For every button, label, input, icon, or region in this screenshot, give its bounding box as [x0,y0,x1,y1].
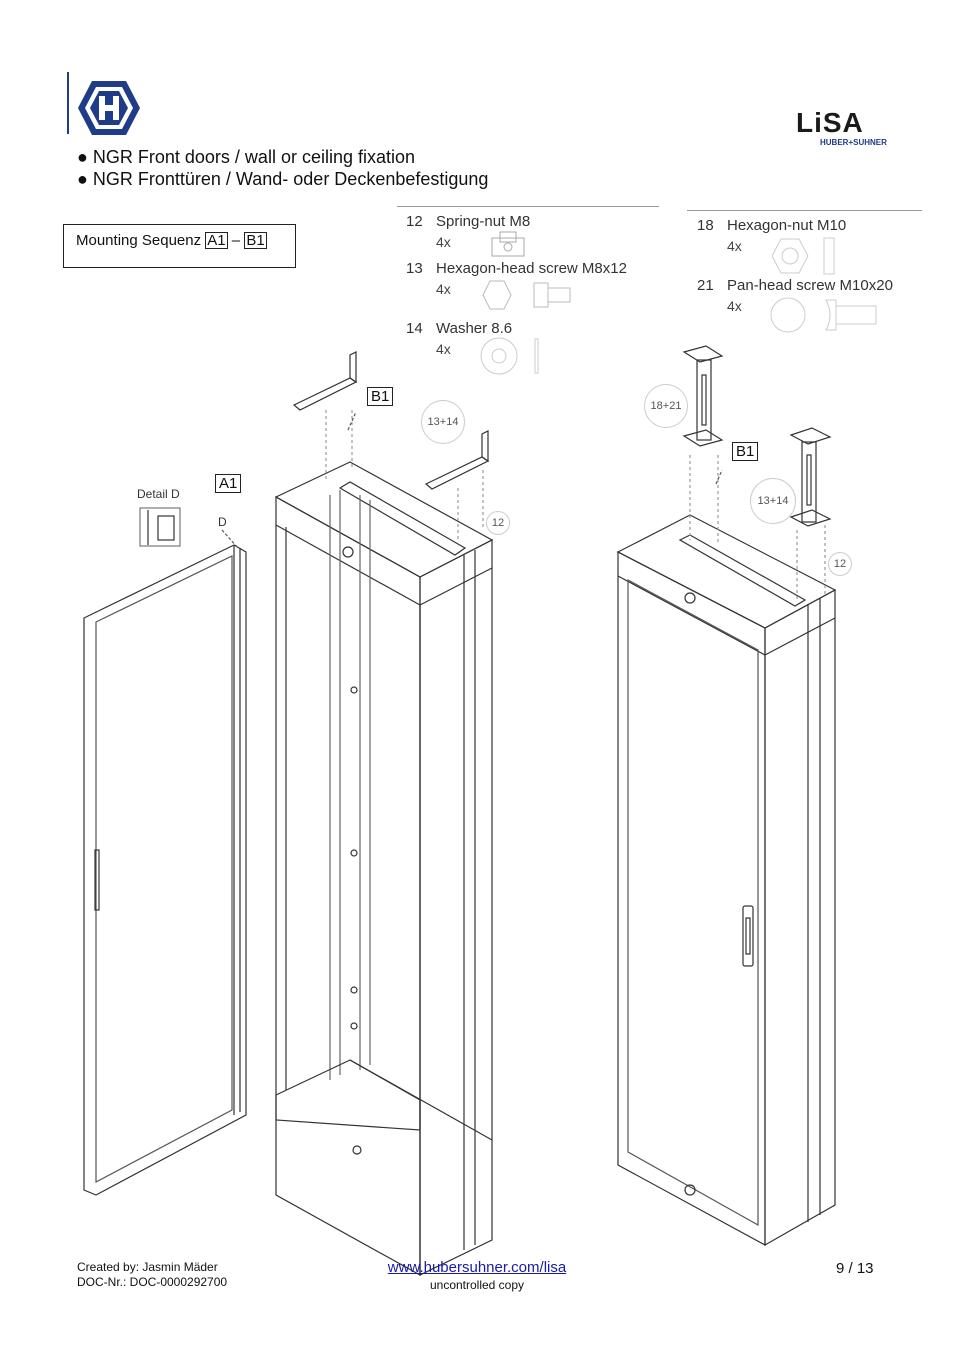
callout-13-14-right: 13+14 [750,478,796,524]
uncontrolled-copy-note: uncontrolled copy [429,1278,525,1292]
part-14: 14 Washer 8.6 [406,320,512,337]
parts-right-divider [687,210,922,211]
part-name: Pan-head screw M10x20 [727,277,893,294]
step-label-b1-right: B1 [732,442,759,461]
rack-closed [616,514,837,1247]
part-14-qty: 4x [436,341,451,357]
sequence-label: Mounting Sequenz [76,232,202,249]
part-13-qty: 4x [436,281,451,297]
part-number: 18 [697,217,714,234]
hex-nut-icon [772,237,835,275]
bullet-icon: ● [77,147,88,167]
bullet-icon: ● [77,169,88,189]
title-bullet-de: ● NGR Fronttüren / Wand- oder Deckenbefe… [77,168,488,190]
part-name: Washer 8.6 [436,320,513,337]
doc-number: DOC-Nr.: DOC-0000292700 [77,1275,228,1289]
hex-screw-icon [482,280,571,310]
part-12: 12 Spring-nut M8 [406,213,530,230]
part-number: 14 [406,320,423,337]
wall-bracket-left-1 [292,351,358,411]
lisa-logo: LiSA HUBER+SUHNER [796,107,887,150]
spring-nut-icon [491,231,525,257]
huber-suhner-logo [78,81,140,135]
part-18: 18 Hexagon-nut M10 [697,217,846,234]
callout-18-21: 18+21 [644,384,688,428]
step-label-a1: A1 [215,474,242,493]
sequence-end: B1 [244,232,267,249]
ceiling-bracket-right-1 [682,345,724,447]
callout-12-left: 12 [486,511,510,535]
detail-d-drawing [139,507,181,547]
d-label: D [218,515,227,529]
parts-left-divider [397,206,659,207]
title-en: NGR Front doors / wall or ceiling fixati… [92,147,416,167]
page-number: 9 / 13 [836,1260,874,1277]
part-number: 21 [697,277,714,294]
lisa-logo-subtext: HUBER+SUHNER [820,138,887,147]
step-label-b1-left: B1 [367,387,394,406]
part-21: 21 Pan-head screw M10x20 [697,277,893,294]
part-13: 13 Hexagon-head screw M8x12 [406,260,627,277]
part-number: 12 [406,213,423,230]
footer-author: Created by: Jasmin Mäder DOC-Nr.: DOC-00… [77,1260,227,1290]
sequence-dash: – [231,232,241,249]
title-bullet-en: ● NGR Front doors / wall or ceiling fixa… [77,146,415,168]
part-21-qty: 4x [727,298,742,314]
footer-center: www.hubersuhner.com/lisa uncontrolled co… [0,1259,954,1293]
part-12-qty: 4x [436,234,451,250]
wall-bracket-left-2 [424,430,490,490]
pan-screw-icon [770,297,877,333]
callout-13-14-left: 13+14 [421,400,465,444]
part-name: Hexagon-nut M10 [727,217,847,234]
part-number: 13 [406,260,423,277]
rack-frame [274,461,494,1277]
website-link[interactable]: www.hubersuhner.com/lisa [387,1259,567,1276]
ceiling-bracket-right-2 [789,427,832,527]
created-by: Created by: Jasmin Mäder [77,1260,218,1274]
brand-bar [67,72,69,134]
mounting-sequence-box: Mounting Sequenz A1 – B1 [63,224,296,268]
callout-12-right: 12 [828,552,852,576]
part-18-qty: 4x [727,238,742,254]
lisa-logo-text: LiSA [796,107,864,138]
washer-icon [480,337,539,375]
sequence-start: A1 [205,232,228,249]
title-de: NGR Fronttüren / Wand- oder Deckenbefest… [92,169,489,189]
detail-d-label: Detail D [137,487,180,501]
part-name: Hexagon-head screw M8x12 [436,260,627,277]
front-door-open [83,544,247,1196]
part-name: Spring-nut M8 [436,213,531,230]
